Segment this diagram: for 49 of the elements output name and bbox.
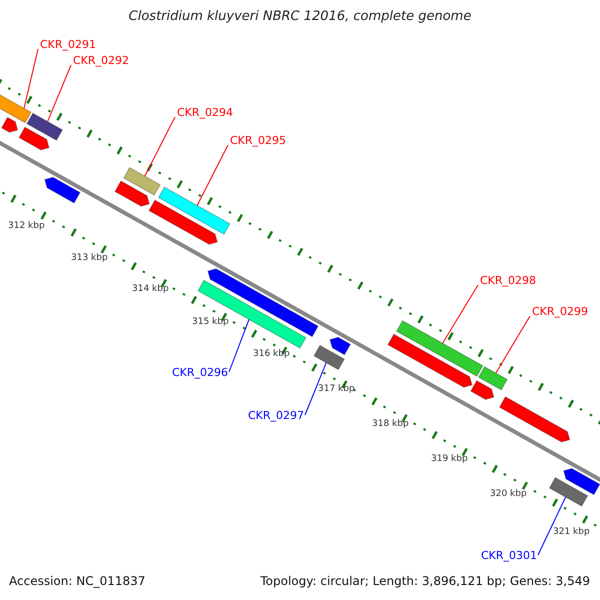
gene-block xyxy=(329,336,352,356)
scale-label: 317 kbp xyxy=(318,384,355,394)
gene-block xyxy=(18,126,50,150)
genome-info-text: Topology: circular; Length: 3,896,121 bp; Genes: 3,549 xyxy=(260,574,590,588)
gene-block xyxy=(0,116,18,133)
leader-line xyxy=(196,144,228,206)
scale-label: 321 kbp xyxy=(553,527,590,537)
accession-text: Accession: NC_011837 xyxy=(9,574,146,588)
gene-label: CKR_0291 xyxy=(40,38,96,51)
gene-block xyxy=(114,180,150,207)
scale-label: 313 kbp xyxy=(71,253,108,263)
gene-label: CKR_0296 xyxy=(172,366,228,379)
gene-label: CKR_0299 xyxy=(532,305,588,318)
gene-block xyxy=(26,112,64,141)
gene-label: CKR_0295 xyxy=(230,134,286,147)
scale-label: 319 kbp xyxy=(431,454,468,464)
gene-label: CKR_0298 xyxy=(480,274,536,287)
gene-label: CKR_0297 xyxy=(248,409,304,422)
scale-label: 314 kbp xyxy=(132,284,169,294)
leader-line xyxy=(47,64,72,122)
gene-block xyxy=(158,186,231,235)
leader-line xyxy=(228,318,250,372)
gene-block xyxy=(498,396,570,443)
scale-label: 316 kbp xyxy=(253,349,290,359)
leader-line xyxy=(442,284,478,344)
scale-label: 320 kbp xyxy=(490,489,527,499)
gene-block xyxy=(44,176,81,204)
leader-line xyxy=(24,48,38,109)
scale-label: 315 kbp xyxy=(192,317,229,327)
gene-block xyxy=(470,380,494,400)
gene-block xyxy=(396,320,484,377)
gene-label: CKR_0292 xyxy=(73,54,130,67)
title: Clostridium kluyveri NBRC 12016, complete genome xyxy=(128,9,472,24)
leader-line xyxy=(144,116,176,177)
gene-block xyxy=(387,334,473,388)
leader-line xyxy=(538,496,566,556)
gene-label: CKR_0294 xyxy=(177,106,234,119)
gene-block xyxy=(548,476,588,507)
gene-block xyxy=(313,344,345,370)
gene-block xyxy=(207,268,319,338)
leader-line xyxy=(304,362,327,416)
gene-block xyxy=(563,468,600,496)
gene-block xyxy=(123,166,161,196)
scale-label: 312 kbp xyxy=(8,221,45,231)
leader-line xyxy=(495,316,530,374)
gene-label: CKR_0301 xyxy=(481,549,538,562)
gene-block xyxy=(148,199,218,245)
gene-block xyxy=(478,366,508,391)
scale-label: 318 kbp xyxy=(372,419,409,429)
